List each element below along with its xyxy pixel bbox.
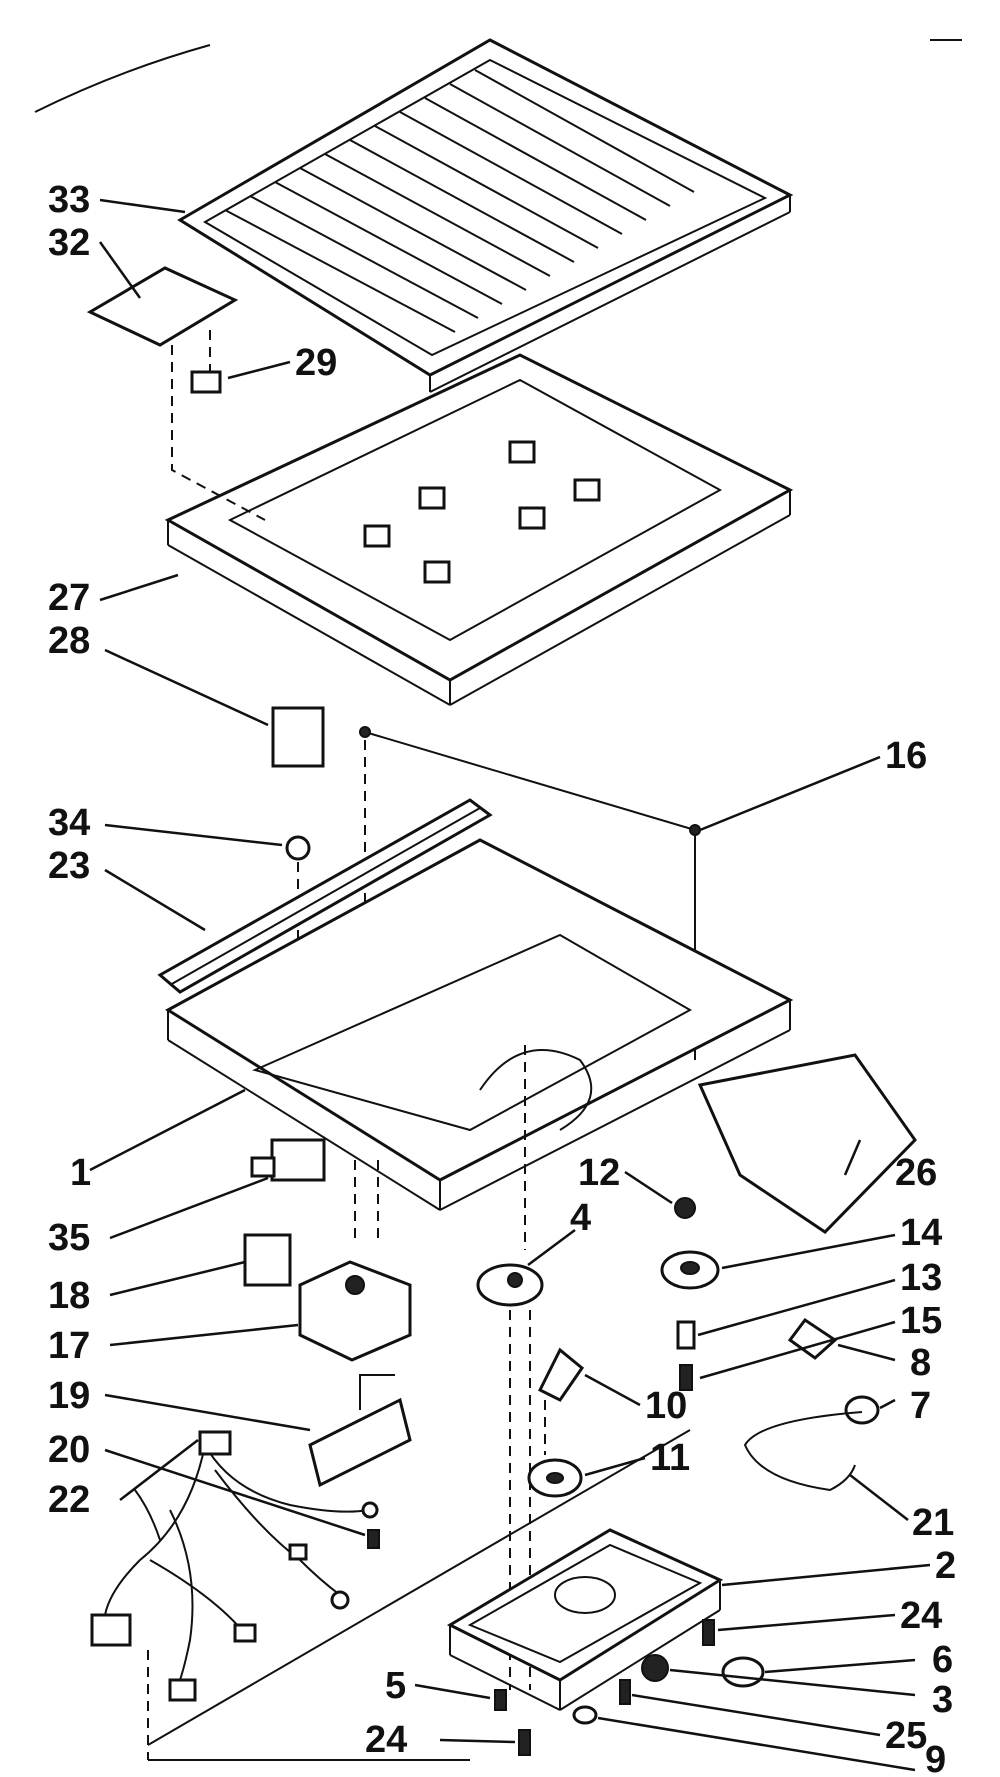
- callout-27: 27: [48, 577, 90, 619]
- part-18-bracket: [243, 1233, 292, 1287]
- callout-34: 34: [48, 802, 90, 844]
- callout-6: 6: [932, 1639, 953, 1681]
- callout-10: 10: [645, 1385, 687, 1427]
- callout-23: 23: [48, 845, 90, 887]
- part-34-grommet: [285, 835, 311, 861]
- part-28-block: [271, 706, 325, 768]
- stray-mark: [34, 44, 211, 113]
- callout-3: 3: [932, 1679, 953, 1721]
- part-6-knob: [721, 1656, 765, 1688]
- part-27-tray-frame: [164, 353, 794, 706]
- callout-24-upper: 24: [900, 1595, 942, 1637]
- callout-29: 29: [295, 342, 337, 384]
- part-35-switch: [250, 1138, 326, 1182]
- part-32-label-card: [86, 266, 239, 347]
- callout-17: 17: [48, 1325, 90, 1367]
- callout-11: 11: [650, 1437, 690, 1479]
- callout-19: 19: [48, 1375, 90, 1417]
- part-25-screw: [619, 1679, 631, 1705]
- callout-35: 35: [48, 1217, 90, 1259]
- callout-14: 14: [900, 1212, 942, 1254]
- callout-32: 32: [48, 222, 90, 264]
- part-13-spacer: [676, 1320, 696, 1350]
- callout-13: 13: [900, 1257, 942, 1299]
- callout-7: 7: [910, 1385, 931, 1427]
- part-19-mount-plate: [308, 1374, 412, 1488]
- callout-20: 20: [48, 1429, 90, 1471]
- leader-lines: [89, 198, 931, 1772]
- callout-12: 12: [578, 1152, 620, 1194]
- part-2-housing: [446, 1528, 724, 1711]
- callout-5: 5: [385, 1665, 406, 1707]
- callout-4: 4: [570, 1197, 591, 1239]
- callout-28: 28: [48, 620, 90, 662]
- callout-9: 9: [925, 1739, 946, 1777]
- callout-18: 18: [48, 1275, 90, 1317]
- part-26-pad: [697, 1053, 917, 1234]
- callout-15: 15: [900, 1300, 942, 1342]
- callout-labels: 33 32 29 27 28 16 34 23 1 26 12 4 35 14 …: [48, 179, 956, 1777]
- callout-33: 33: [48, 179, 90, 221]
- part-4-pivot: [476, 1263, 544, 1307]
- part-33-cover-grille: [177, 38, 794, 393]
- part-7-socket: [844, 1395, 880, 1425]
- part-1-base-pan: [165, 838, 794, 1211]
- part-10-cam: [537, 1347, 585, 1402]
- part-11-washer: [527, 1458, 583, 1498]
- part-12-nut: [674, 1197, 696, 1219]
- part-8-lens: [787, 1317, 838, 1360]
- part-14-washer: [660, 1250, 720, 1290]
- part-29-clip: [190, 370, 222, 394]
- part-9-washer: [572, 1705, 598, 1725]
- part-23-rail: [157, 798, 493, 994]
- part-15-screw: [679, 1364, 693, 1391]
- callout-8: 8: [910, 1342, 931, 1384]
- callout-16: 16: [885, 735, 927, 777]
- callout-1: 1: [70, 1152, 91, 1194]
- part-20-screw: [367, 1529, 380, 1549]
- callout-22: 22: [48, 1479, 90, 1521]
- callout-26: 26: [895, 1152, 937, 1194]
- part-22-wiring-harness: [90, 1430, 379, 1702]
- part-5-screw: [494, 1689, 507, 1711]
- part-17-control-box: [298, 1260, 412, 1362]
- part-21-cord: [743, 1411, 863, 1492]
- dashed-guide: [171, 345, 266, 521]
- callout-24-lower: 24: [365, 1719, 407, 1761]
- callout-25: 25: [885, 1715, 927, 1757]
- part-3-knob: [641, 1654, 669, 1682]
- assembly-line: [147, 1429, 691, 1746]
- part-24-screw: [702, 1619, 715, 1646]
- part-24-screw: [518, 1729, 531, 1756]
- callout-2: 2: [935, 1545, 956, 1587]
- callout-21: 21: [912, 1502, 954, 1544]
